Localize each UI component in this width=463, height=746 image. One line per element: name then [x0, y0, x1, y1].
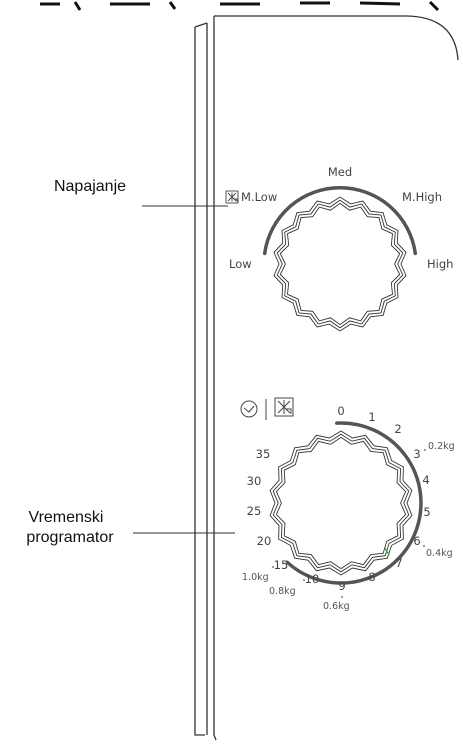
timer-minute-35: 35	[256, 447, 271, 461]
timer-minute-20: 20	[257, 534, 272, 548]
timer-minute-15: 15	[274, 558, 289, 572]
knob-ring	[269, 430, 413, 576]
timer-minute-5: 5	[423, 505, 430, 519]
timer-weight-0.8kg: 0.8kg	[269, 586, 296, 597]
power-dial-knob[interactable]	[273, 196, 407, 332]
timer-dial-arc	[285, 421, 423, 585]
weight-dot-08	[303, 579, 305, 581]
timer-green-marker	[384, 547, 390, 556]
timer-minute-9: 9	[338, 579, 345, 593]
timer-minute-4: 4	[422, 473, 429, 487]
weight-dot-06	[341, 596, 343, 598]
power-label-mhigh: M.High	[402, 190, 442, 204]
knob-ring	[275, 436, 407, 570]
timer-weight-0.6kg: 0.6kg	[323, 601, 350, 612]
timer-minute-10: 10	[305, 572, 320, 586]
power-label-med: Med	[328, 165, 352, 179]
clock-icon	[240, 400, 258, 418]
timer-minute-25: 25	[247, 504, 262, 518]
weight-dot-10	[272, 566, 274, 568]
cropped-top-text	[40, 0, 440, 12]
timer-weight-0.2kg: 0.2kg	[428, 441, 455, 452]
power-dial-arc	[262, 186, 418, 256]
timer-minute-2: 2	[394, 422, 401, 436]
timer-weight-0.4kg: 0.4kg	[426, 548, 453, 559]
defrost-icon	[225, 190, 239, 204]
timer-minute-6: 6	[413, 534, 420, 548]
knob-ring	[272, 433, 410, 573]
defrost-icon	[274, 397, 294, 417]
timer-callout-label-line1: Vremenski	[29, 509, 104, 526]
timer-minute-0: 0	[337, 404, 344, 418]
timer-callout-label-line2: programator	[26, 529, 114, 546]
power-label-high: High	[427, 257, 453, 271]
power-label-low: Low	[229, 257, 252, 271]
weight-dot-04	[423, 545, 425, 547]
knob-ring	[279, 202, 401, 326]
timer-minute-1: 1	[368, 410, 375, 424]
weight-dot-02	[424, 449, 426, 451]
power-label-mlow: M.Low	[241, 190, 277, 204]
knob-ring	[276, 199, 404, 329]
power-callout-label: Napajanje	[54, 178, 126, 195]
knob-ring	[273, 196, 407, 332]
timer-weight-1.0kg: 1.0kg	[242, 572, 269, 583]
panel-outline	[194, 15, 459, 741]
timer-minute-30: 30	[247, 474, 262, 488]
timer-dial-knob[interactable]	[269, 430, 413, 576]
timer-minute-3: 3	[413, 447, 420, 461]
timer-minute-8: 8	[368, 570, 375, 584]
timer-minute-7: 7	[395, 556, 402, 570]
